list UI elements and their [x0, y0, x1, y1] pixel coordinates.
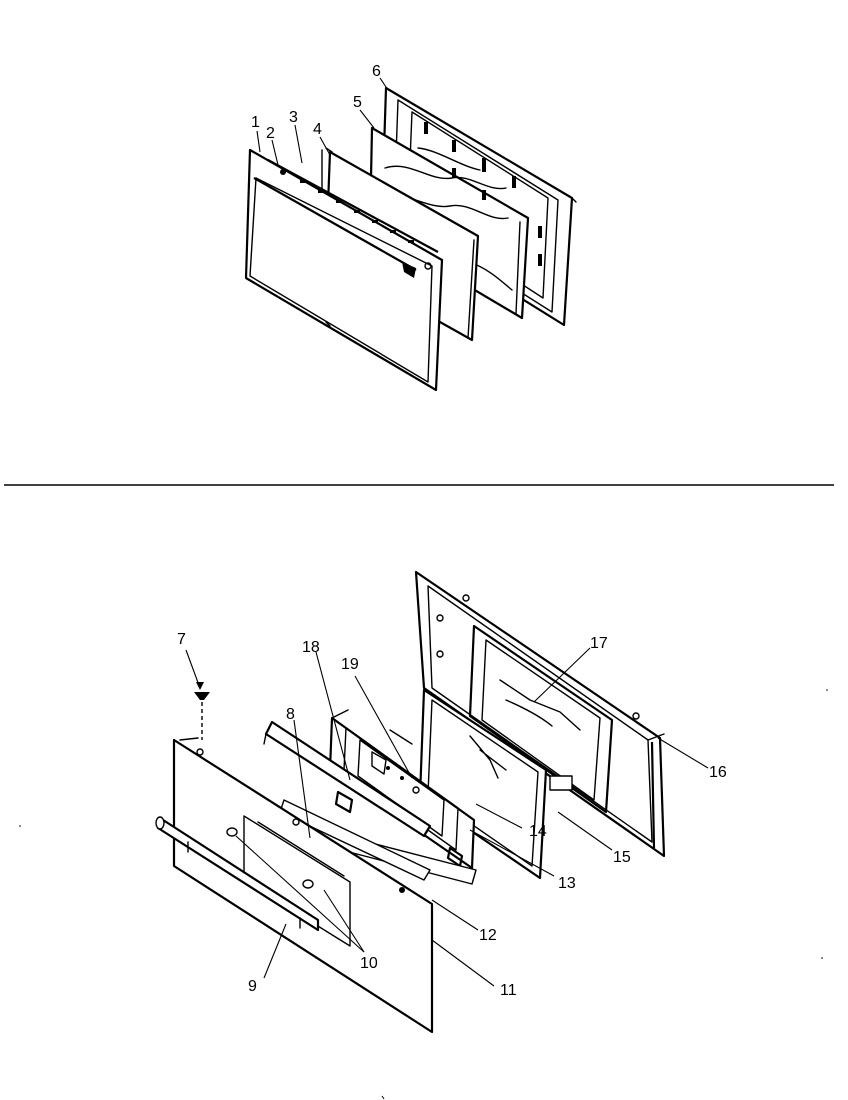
part-15-window-frame [418, 688, 573, 880]
top-callouts: 1 2 3 4 5 6 [251, 63, 389, 166]
bottom-leaders [185, 647, 709, 987]
part-16-inner-liner [414, 570, 666, 858]
callout-11: 11 [500, 982, 517, 999]
callout-14: 14 [529, 823, 547, 840]
callout-4: 4 [313, 121, 322, 138]
callout-5: 5 [353, 94, 362, 111]
callout-9: 9 [248, 978, 257, 995]
callout-18: 18 [302, 639, 320, 656]
callout-17: 17 [590, 635, 608, 652]
part-7-screw [194, 692, 210, 740]
callout-6: 6 [372, 63, 381, 80]
top-door-assembly: 1 2 3 4 5 6 [244, 63, 577, 392]
part-10-handle-mounts [226, 827, 314, 889]
part-9-handle [155, 816, 320, 932]
callout-10: 10 [360, 955, 378, 972]
part-1-outer-door-panel [244, 148, 444, 392]
callout-19: 19 [341, 656, 359, 673]
callout-3: 3 [289, 109, 298, 126]
callout-7: 7 [177, 631, 186, 648]
part-2-screw [280, 169, 286, 175]
callout-16: 16 [709, 764, 727, 781]
bottom-callouts: 7 8 18 19 17 16 14 15 13 12 11 10 9 [177, 631, 727, 999]
callout-2: 2 [266, 125, 275, 142]
callout-15: 15 [613, 849, 631, 866]
callout-8: 8 [286, 706, 295, 723]
part-3-vent-trim [267, 159, 439, 253]
bottom-door-assembly: 7 8 18 19 17 16 14 15 13 12 11 10 9 [155, 570, 727, 1034]
callout-1: 1 [251, 114, 260, 131]
callout-13: 13 [558, 875, 576, 892]
callout-12: 12 [479, 927, 497, 944]
part-12-handle-channel [263, 720, 432, 881]
